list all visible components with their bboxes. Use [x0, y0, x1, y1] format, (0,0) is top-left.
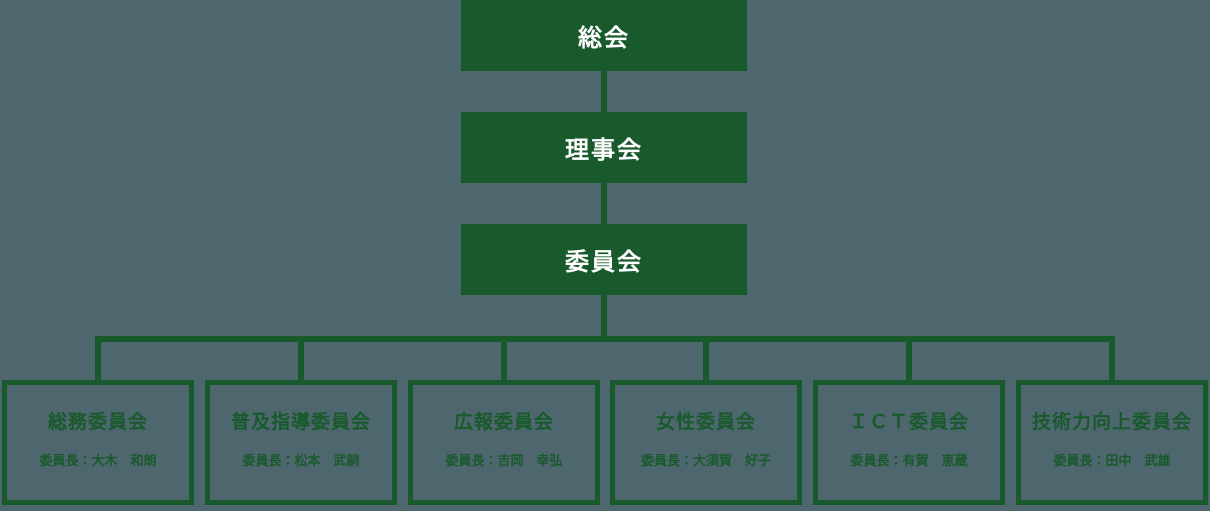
committee-name: 広報委員会: [453, 412, 554, 433]
connector-vertical-2: [601, 183, 607, 224]
committee-box-extension-guidance: 普及指導委員会 委員長：松本 武嗣: [205, 380, 397, 505]
committee-box-public-relations: 広報委員会 委員長：吉岡 幸弘: [408, 380, 600, 505]
committee-chair: 委員長：田中 武雄: [1053, 453, 1171, 468]
connector-vertical-1: [601, 71, 607, 112]
committee-chair: 委員長：大須賀 好子: [640, 453, 771, 468]
committee-box-general-affairs: 総務委員会 委員長：大木 和朗: [2, 380, 194, 505]
connector-vertical-3: [601, 294, 607, 336]
connector-drop-2: [298, 342, 304, 380]
committee-name: 技術力向上委員会: [1031, 412, 1192, 433]
committee-box-women: 女性委員会 委員長：大須賀 好子: [610, 380, 802, 505]
committee-name: 女性委員会: [655, 412, 756, 433]
node-board-of-directors: 理事会: [461, 112, 747, 183]
connector-drop-4: [703, 342, 709, 380]
node-committee: 委員会: [461, 224, 747, 295]
committee-name: ＩＣＴ委員会: [848, 412, 969, 433]
connector-drop-5: [906, 342, 912, 380]
committee-chair: 委員長：吉岡 幸弘: [445, 453, 563, 468]
committee-box-ict: ＩＣＴ委員会 委員長：有賀 恵蔵: [813, 380, 1005, 505]
committee-chair: 委員長：松本 武嗣: [242, 453, 360, 468]
committee-name: 普及指導委員会: [230, 412, 371, 433]
connector-drop-3: [501, 342, 507, 380]
committee-chair: 委員長：有賀 恵蔵: [850, 453, 968, 468]
connector-drop-6: [1109, 342, 1115, 380]
connector-drop-1: [95, 342, 101, 380]
node-general-assembly: 総会: [461, 0, 747, 71]
committee-name: 総務委員会: [47, 412, 148, 433]
committee-chair: 委員長：大木 和朗: [39, 453, 157, 468]
connector-horizontal: [95, 336, 1115, 342]
committee-box-technical-improvement: 技術力向上委員会 委員長：田中 武雄: [1016, 380, 1208, 505]
